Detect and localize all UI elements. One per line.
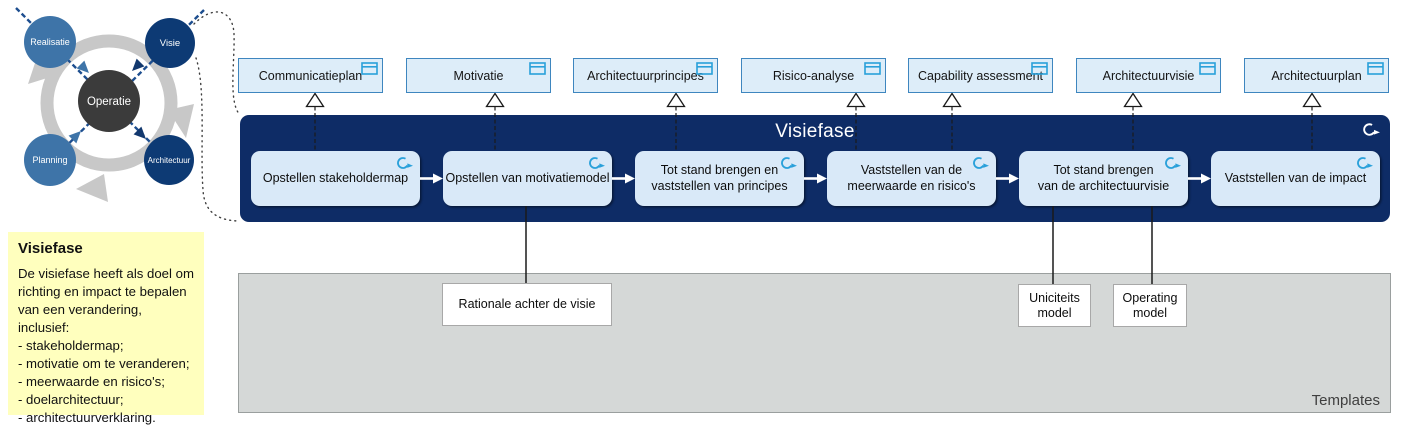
template-rationale-achter-de-visie[interactable]: Rationale achter de visie	[442, 283, 612, 326]
svg-text:Operatie: Operatie	[87, 96, 131, 108]
deliverable-architectuurvisie[interactable]: Architectuurvisie	[1076, 58, 1221, 93]
cycle-ring	[40, 34, 178, 172]
step-label: Opstellen van motivatiemodel	[445, 170, 610, 185]
step-label: Vaststellen van de meerwaarde en risico'…	[847, 163, 976, 193]
svg-text:Visie: Visie	[160, 38, 180, 49]
step-vaststellen-principes[interactable]: Tot stand brengen en vaststellen van pri…	[635, 151, 804, 206]
template-label: Rationale achter de visie	[458, 297, 596, 311]
process-group-title: Visiefase	[775, 121, 855, 142]
deliverable-communicatieplan[interactable]: Communicatieplan	[238, 58, 383, 93]
business-object-icon	[1031, 62, 1048, 75]
deliverable-label: Motivatie	[453, 68, 504, 83]
process-loop-icon	[1363, 123, 1380, 136]
deliverable-label: Architectuurplan	[1271, 68, 1362, 83]
cluster-circle-operatie: Operatie	[78, 70, 140, 132]
business-object-icon	[361, 62, 378, 75]
svg-text:Planning: Planning	[32, 155, 67, 165]
process-loop-icon	[1357, 157, 1373, 169]
business-object-icon	[1367, 62, 1384, 75]
business-object-icon	[529, 62, 546, 75]
cluster-circle-visie: Visie	[145, 18, 195, 68]
step-vaststellen-impact[interactable]: Vaststellen van de impact	[1211, 151, 1380, 206]
cluster-circle-planning: Planning	[24, 134, 76, 186]
step-opstellen-motivatiemodel[interactable]: Opstellen van motivatiemodel	[443, 151, 612, 206]
step-label: Tot stand brengen en vaststellen van pri…	[651, 163, 788, 193]
template-operating-model[interactable]: Operating model	[1113, 284, 1187, 327]
deliverable-capability-assessment[interactable]: Capability assessment	[908, 58, 1053, 93]
visiefase-process-group[interactable]: Visiefase Opstellen stakeholdermap Opste…	[240, 115, 1390, 222]
business-object-icon	[696, 62, 713, 75]
hollow-triangle-arrowheads	[305, 92, 1322, 108]
cycle-arrow-left-icon	[76, 174, 108, 202]
business-object-icon	[864, 62, 881, 75]
cluster-circle-realisatie: Realisatie	[24, 16, 76, 68]
step-label: Tot stand brengen van de architectuurvis…	[1037, 163, 1170, 193]
deliverable-architectuurprincipes[interactable]: Architectuurprincipes	[573, 58, 718, 93]
note-body: De visiefase heeft als doel om richting …	[18, 266, 194, 425]
cluster-circle-architectuur: Architectuur	[144, 135, 194, 185]
step-meerwaarde-risicos[interactable]: Vaststellen van de meerwaarde en risico'…	[827, 151, 996, 206]
note-title: Visiefase	[18, 240, 83, 257]
deliverable-architectuurplan[interactable]: Architectuurplan	[1244, 58, 1389, 93]
template-label: Uniciteits model	[1029, 290, 1080, 320]
process-loop-icon	[973, 157, 989, 169]
step-label: Opstellen stakeholdermap	[262, 170, 409, 185]
deliverable-label: Architectuurvisie	[1102, 68, 1195, 83]
deliverable-label: Capability assessment	[917, 68, 1044, 83]
templates-group-label: Templates	[1311, 392, 1380, 409]
process-loop-icon	[1165, 157, 1181, 169]
deliverable-label: Architectuurprincipes	[587, 68, 704, 83]
deliverable-risico-analyse[interactable]: Risico-analyse	[741, 58, 886, 93]
step-architectuurvisie[interactable]: Tot stand brengen van de architectuurvis…	[1019, 151, 1188, 206]
step-label: Vaststellen van de impact	[1224, 170, 1367, 185]
template-uniciteitsmodel[interactable]: Uniciteits model	[1018, 284, 1091, 327]
templates-group[interactable]: Templates	[238, 273, 1391, 413]
process-loop-icon	[589, 157, 605, 169]
svg-text:Realisatie: Realisatie	[30, 37, 70, 47]
template-label: Operating model	[1122, 290, 1178, 320]
process-loop-icon	[397, 157, 413, 169]
business-object-icon	[1199, 62, 1216, 75]
svg-text:Architectuur: Architectuur	[148, 156, 191, 165]
process-loop-icon	[781, 157, 797, 169]
deliverable-label: Communicatieplan	[258, 68, 363, 83]
step-opstellen-stakeholdermap[interactable]: Opstellen stakeholdermap	[251, 151, 420, 206]
cluster-diagram: Realisatie Visie Operatie Planning Archi…	[15, 7, 205, 202]
visiefase-note: Visiefase De visiefase heeft als doel om…	[8, 232, 204, 425]
deliverable-motivatie[interactable]: Motivatie	[406, 58, 551, 93]
deliverable-label: Risico-analyse	[772, 68, 855, 83]
cycle-arrow-down-icon	[168, 104, 194, 138]
